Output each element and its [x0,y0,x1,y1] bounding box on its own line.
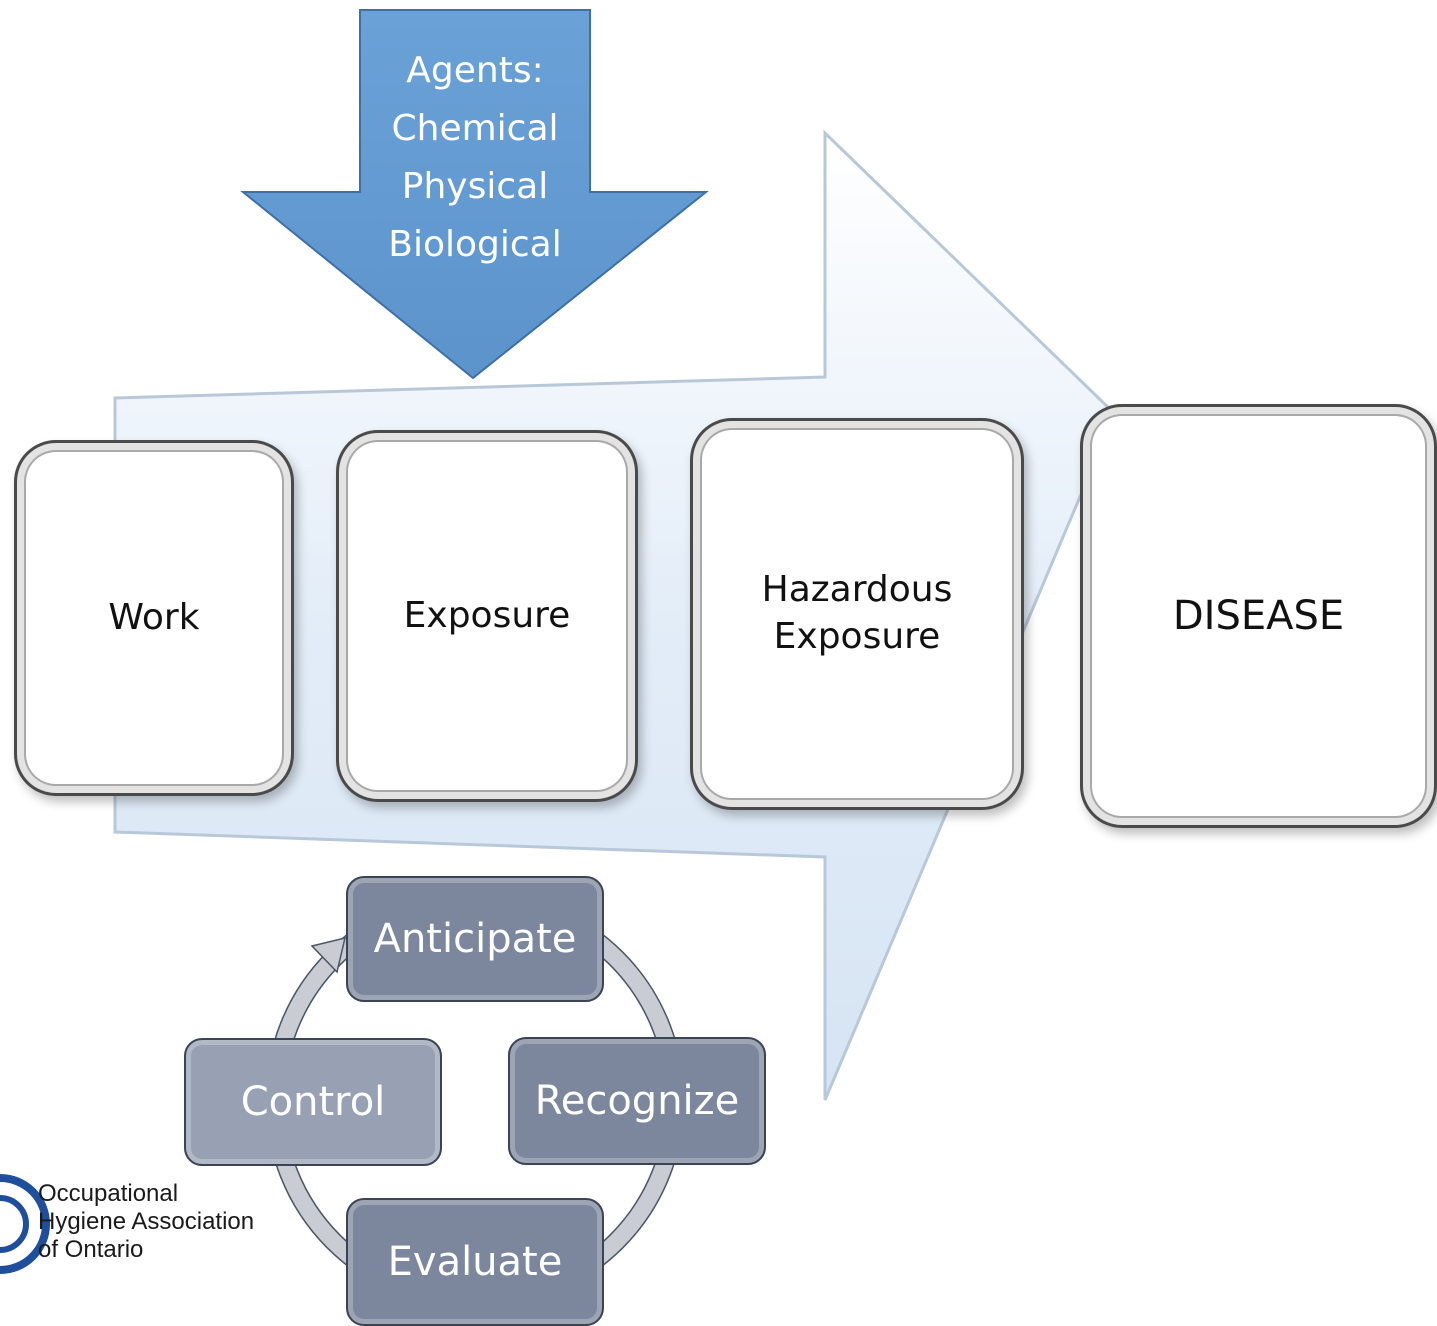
logo-line-1: Occupational [38,1180,179,1207]
cycle-recognize: Recognize [508,1037,766,1165]
cycle-arrowhead [310,936,347,974]
agents-label: Agents: Chemical Physical Biological [388,50,562,265]
cycle-anticipate: Anticipate [346,876,604,1002]
agents-down-arrow [240,9,709,380]
cycle-anticipate-label: Anticipate [373,916,577,962]
cycle-control: Control [184,1038,442,1166]
logo-line-3: of Ontario [38,1236,144,1263]
oha-logo-icon [0,1174,50,1274]
step-disease: DISEASE [1080,404,1437,828]
cycle-control-label: Control [240,1079,386,1125]
logo-line-2: Hygiene Association [38,1208,255,1235]
step-hazardous-exposure: Hazardous Exposure [690,418,1024,810]
step-work-label: Work [108,596,200,638]
oha-logo-text: Occupational Hygiene Association of Onta… [38,1180,254,1264]
cycle-evaluate: Evaluate [346,1198,604,1326]
step-work: Work [14,440,294,796]
step-disease-label: DISEASE [1172,593,1345,639]
step-hazardous-exposure-label: Hazardous Exposure [761,569,953,657]
cycle-recognize-label: Recognize [534,1078,740,1124]
cycle-evaluate-label: Evaluate [387,1239,563,1285]
step-exposure-label: Exposure [403,594,571,636]
step-exposure: Exposure [336,430,638,802]
